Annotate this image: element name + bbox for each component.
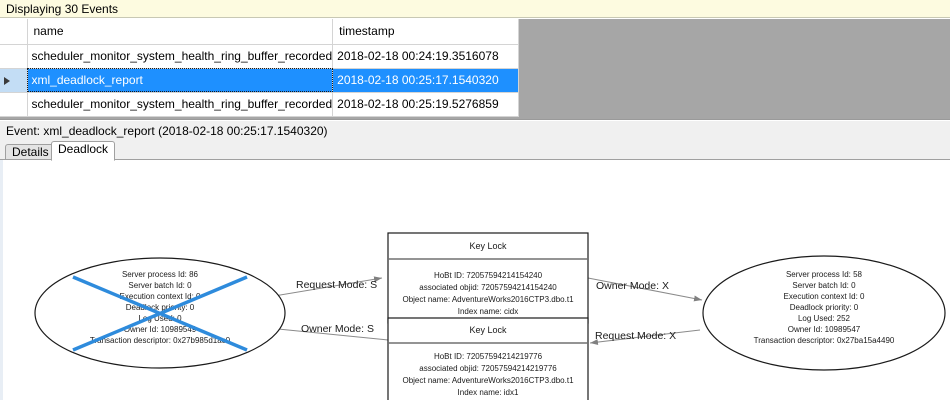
edge-owner-mode-x: Owner Mode: X	[587, 277, 703, 302]
survivor-line-5: Log Used: 252	[798, 314, 851, 323]
events-banner-label: Displaying 30 Events	[6, 2, 119, 16]
resource-title: Key Lock	[469, 241, 507, 251]
survivor-line-3: Execution context Id: 0	[784, 292, 865, 301]
column-header-timestamp[interactable]: timestamp	[332, 19, 520, 45]
victim-line-6: Owner Id: 10989549	[124, 325, 197, 334]
deadlock-graph-canvas[interactable]: Request Mode: S Owner Mode: X Owner Mode…	[0, 159, 950, 400]
current-row-marker-icon	[4, 76, 10, 85]
cell-name[interactable]: scheduler_monitor_system_health_ring_buf…	[27, 44, 334, 69]
cell-name[interactable]: scheduler_monitor_system_health_ring_buf…	[27, 92, 334, 117]
event-detail-header-label: Event: xml_deadlock_report (2018-02-18 0…	[6, 124, 328, 138]
node-victim-process[interactable]: Server process Id: 86 Server batch Id: 0…	[34, 257, 286, 369]
cell-timestamp[interactable]: 2018-02-18 00:25:17.1540320	[332, 68, 520, 93]
survivor-line-2: Server batch Id: 0	[792, 281, 856, 290]
edge-label: Request Mode: S	[296, 279, 377, 291]
tab-details[interactable]: Details	[5, 144, 56, 160]
edge-label: Owner Mode: X	[596, 280, 669, 292]
edge-label: Request Mode: X	[595, 330, 676, 342]
resource-line-4: Index name: idx1	[458, 388, 519, 397]
survivor-line-4: Deadlock priority: 0	[790, 303, 859, 312]
resource-line-3: Object name: AdventureWorks2016CTP3.dbo.…	[402, 295, 574, 304]
canvas-left-gutter	[0, 160, 3, 400]
tab-deadlock[interactable]: Deadlock	[51, 141, 116, 161]
row-selector[interactable]	[0, 92, 28, 117]
detail-tabstrip: Details Deadlock	[0, 140, 950, 161]
victim-line-1: Server process Id: 86	[122, 270, 199, 279]
survivor-line-1: Server process Id: 58	[786, 270, 863, 279]
resource-line-2: associated objid: 72057594214154240	[419, 283, 557, 292]
victim-line-4: Deadlock priority: 0	[126, 303, 195, 312]
row-selector[interactable]	[0, 68, 28, 93]
victim-line-3: Execution context Id: 0	[120, 292, 201, 301]
survivor-line-6: Owner Id: 10989547	[788, 325, 861, 334]
resource-title: Key Lock	[469, 325, 507, 335]
table-row[interactable]: scheduler_monitor_system_health_ring_buf…	[0, 44, 520, 69]
events-grid[interactable]: name timestamp scheduler_monitor_system_…	[0, 19, 950, 120]
edge-request-mode-x: Request Mode: X	[589, 329, 701, 346]
resource-line-1: HoBt ID: 72057594214219776	[434, 352, 543, 361]
victim-cross-icon	[72, 275, 248, 352]
events-table: name timestamp scheduler_monitor_system_…	[0, 19, 520, 117]
node-resource-key-lock-top[interactable]: Key Lock HoBt ID: 72057594214154240 asso…	[387, 232, 589, 324]
table-row[interactable]: scheduler_monitor_system_health_ring_buf…	[0, 92, 520, 117]
victim-line-7: Transaction descriptor: 0x27b985d1ac0	[90, 336, 231, 345]
event-detail-header: Event: xml_deadlock_report (2018-02-18 0…	[0, 121, 950, 140]
edge-label: Owner Mode: S	[301, 323, 374, 335]
resource-line-2: associated objid: 72057594214219776	[419, 364, 557, 373]
table-row[interactable]: xml_deadlock_report 2018-02-18 00:25:17.…	[0, 68, 520, 93]
node-survivor-process[interactable]: Server process Id: 58 Server batch Id: 0…	[702, 255, 946, 371]
resource-line-4: Index name: cidx	[458, 307, 518, 316]
cell-timestamp[interactable]: 2018-02-18 00:24:19.3516078	[332, 44, 520, 69]
cell-timestamp[interactable]: 2018-02-18 00:25:19.5276859	[332, 92, 520, 117]
survivor-line-7: Transaction descriptor: 0x27ba15a4490	[754, 336, 895, 345]
victim-line-2: Server batch Id: 0	[128, 281, 192, 290]
resource-line-1: HoBt ID: 72057594214154240	[434, 271, 543, 280]
cell-name[interactable]: xml_deadlock_report	[27, 68, 334, 93]
row-header-corner[interactable]	[0, 19, 28, 45]
column-header-name[interactable]: name	[27, 19, 334, 45]
row-selector[interactable]	[0, 44, 28, 69]
resource-line-3: Object name: AdventureWorks2016CTP3.dbo.…	[402, 376, 574, 385]
victim-line-5: Log Used: 0	[138, 314, 182, 323]
table-header-row: name timestamp	[0, 19, 520, 45]
node-resource-key-lock-bottom[interactable]: Key Lock HoBt ID: 72057594214219776 asso…	[387, 317, 589, 400]
events-banner: Displaying 30 Events	[0, 0, 950, 18]
deadlock-graph: Request Mode: S Owner Mode: X Owner Mode…	[34, 232, 946, 400]
